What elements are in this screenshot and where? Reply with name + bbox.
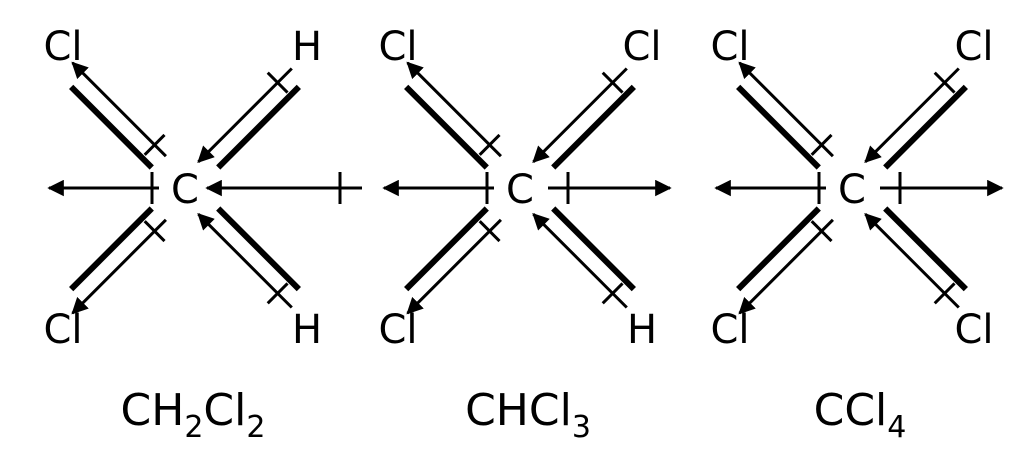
formula-part: Cl bbox=[203, 385, 246, 436]
bond-upper-right: Cl bbox=[532, 24, 662, 170]
dipole-tail-cross bbox=[478, 220, 501, 243]
dipole-tail-cross bbox=[266, 282, 289, 305]
bond-line bbox=[404, 84, 489, 170]
bond-line bbox=[736, 206, 821, 292]
atom-label: Cl bbox=[43, 24, 82, 70]
dipole-tail-cross bbox=[810, 220, 833, 243]
atom-label: Cl bbox=[954, 24, 993, 70]
net-dipole-left bbox=[714, 172, 826, 204]
bond-line bbox=[883, 84, 968, 170]
bond-lower-right: H bbox=[197, 206, 322, 353]
dipole-arrow bbox=[197, 67, 293, 164]
atom-label: H bbox=[292, 24, 322, 70]
dipole-arrow bbox=[406, 61, 502, 158]
bond-line bbox=[551, 206, 636, 292]
dipole-tail-cross bbox=[933, 71, 956, 94]
dipole-arrow bbox=[532, 67, 628, 164]
net-dipole-left bbox=[47, 172, 159, 204]
atom-label: Cl bbox=[622, 24, 661, 70]
bond-lower-right: Cl bbox=[864, 206, 994, 353]
atom-label: Cl bbox=[43, 307, 82, 353]
dipole-tail-cross bbox=[601, 71, 624, 94]
atom-label: Cl bbox=[710, 307, 749, 353]
formula-part: 2 bbox=[184, 410, 203, 445]
atom-label: Cl bbox=[710, 24, 749, 70]
bond-line bbox=[216, 206, 301, 292]
bond-lower-right: H bbox=[532, 206, 657, 353]
net-dipole-right bbox=[548, 172, 672, 204]
net-dipole-right bbox=[880, 172, 1004, 204]
formula-part: 3 bbox=[572, 410, 591, 445]
atom-label: Cl bbox=[954, 307, 993, 353]
dipole-tail-cross bbox=[478, 133, 501, 156]
dipole-tail-cross bbox=[143, 220, 166, 243]
formula-part: CHCl bbox=[465, 385, 572, 436]
formula-part: 2 bbox=[246, 410, 265, 445]
dipole-tail-cross bbox=[601, 282, 624, 305]
bond-line bbox=[404, 206, 489, 292]
dipole-arrow bbox=[406, 218, 502, 315]
molecule-formula: CHCl3 bbox=[465, 385, 591, 445]
dipole-arrow bbox=[197, 212, 293, 309]
bond-lower-left: Cl bbox=[43, 206, 167, 353]
central-atom-label: C bbox=[171, 167, 199, 213]
molecule-formula: CH2Cl2 bbox=[121, 385, 266, 445]
dipole-arrow bbox=[532, 212, 628, 309]
bond-line bbox=[551, 84, 636, 170]
bond-upper-left: Cl bbox=[43, 24, 167, 170]
bond-line bbox=[69, 84, 154, 170]
formula-part: CH bbox=[121, 385, 185, 436]
atom-label: H bbox=[292, 307, 322, 353]
dipole-tail-cross bbox=[933, 282, 956, 305]
bond-line bbox=[216, 84, 301, 170]
formula-part: 4 bbox=[887, 410, 906, 445]
dipole-tail-cross bbox=[266, 71, 289, 94]
dipole-arrow bbox=[864, 212, 960, 309]
dipole-tail-cross bbox=[810, 133, 833, 156]
bond-upper-right: H bbox=[197, 24, 322, 170]
atom-label: Cl bbox=[378, 307, 417, 353]
net-dipole-right bbox=[205, 172, 362, 204]
bond-upper-left: Cl bbox=[710, 24, 834, 170]
net-dipole-left bbox=[382, 172, 494, 204]
central-atom-label: C bbox=[506, 167, 534, 213]
bond-lower-left: Cl bbox=[710, 206, 834, 353]
dipole-arrow bbox=[738, 61, 834, 158]
bond-line bbox=[736, 84, 821, 170]
dipole-arrow bbox=[71, 61, 167, 158]
central-atom-label: C bbox=[838, 167, 866, 213]
bond-line bbox=[883, 206, 968, 292]
atom-label: Cl bbox=[378, 24, 417, 70]
bond-upper-left: Cl bbox=[378, 24, 502, 170]
dipole-arrow bbox=[864, 67, 960, 164]
dipole-arrow bbox=[71, 218, 167, 315]
molecule-formula: CCl4 bbox=[814, 385, 907, 445]
formula-part: CCl bbox=[814, 385, 888, 436]
bond-lower-left: Cl bbox=[378, 206, 502, 353]
bond-line bbox=[69, 206, 154, 292]
dipole-tail-cross bbox=[143, 133, 166, 156]
atom-label: H bbox=[627, 307, 657, 353]
bond-upper-right: Cl bbox=[864, 24, 994, 170]
dipole-arrow bbox=[738, 218, 834, 315]
